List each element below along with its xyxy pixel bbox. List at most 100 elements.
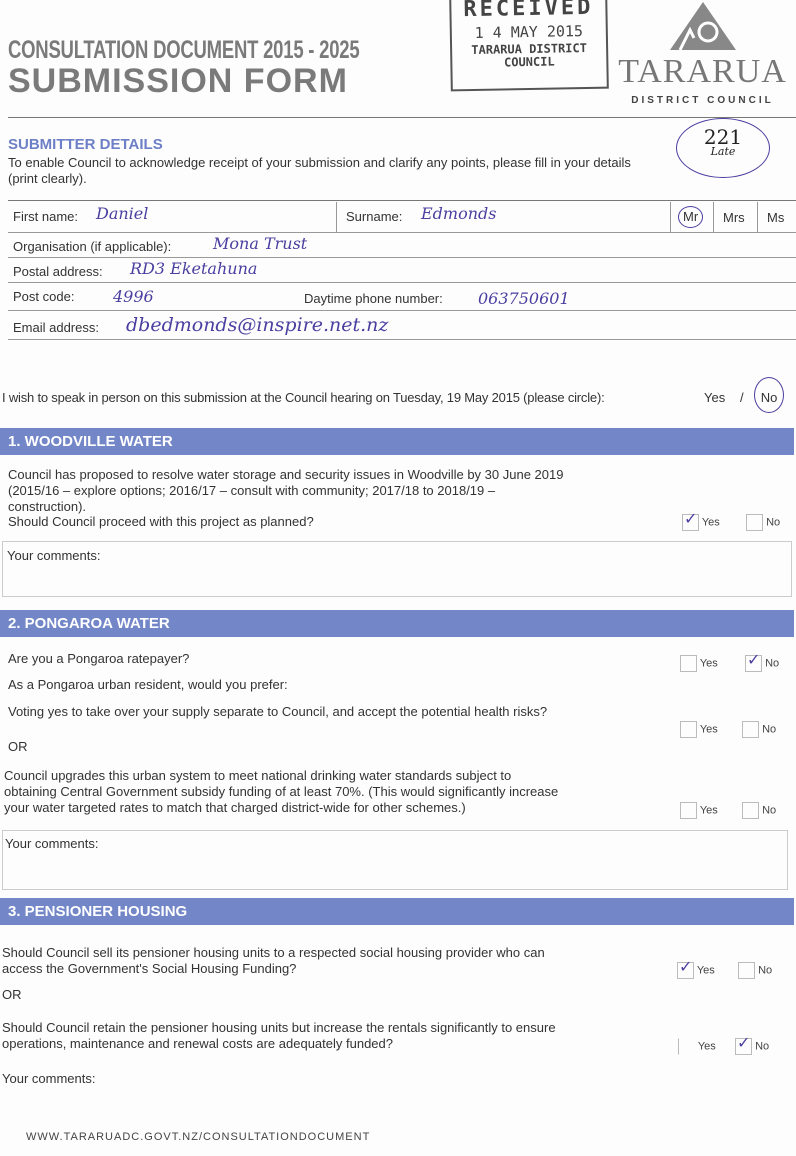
form-title: SUBMISSION FORM	[8, 62, 348, 100]
section-pongaroa-water: 2. PONGAROA WATER	[0, 610, 794, 637]
logo-subtitle: DISTRICT COUNCIL	[631, 95, 774, 106]
post-code-label: Post code:	[13, 289, 75, 304]
pongaroa-takeover-no[interactable]: No	[742, 721, 776, 738]
no-label: No	[762, 804, 777, 817]
speak-yes-option[interactable]: Yes	[704, 390, 726, 405]
postcode-phone-row: Post code: 4996 Daytime phone number: 06…	[8, 283, 796, 311]
checkmark-icon: ✓	[684, 511, 698, 528]
document-title: CONSULTATION DOCUMENT 2015 - 2025	[8, 36, 360, 64]
header-divider	[8, 117, 796, 118]
pensioner-sell-question: Should Council sell its pensioner housin…	[2, 945, 545, 976]
comments-label: Your comments:	[7, 548, 101, 563]
pongaroa-ratepayer-no[interactable]: ✓ No	[745, 652, 780, 672]
post-code-field[interactable]: 4996	[113, 287, 154, 306]
pongaroa-upgrade-no[interactable]: No	[742, 802, 776, 819]
stamp-date: 1 4 MAY 2015	[474, 22, 584, 42]
surname-label: Surname:	[346, 209, 403, 224]
checkbox[interactable]	[746, 514, 763, 531]
late-note: Late	[710, 145, 736, 158]
checkbox-checked[interactable]: ✓	[745, 652, 762, 672]
logo-name: TARARUA	[618, 53, 787, 90]
or-label: OR	[2, 987, 22, 1002]
yes-label: Yes	[699, 657, 718, 670]
yes-label: Yes	[696, 964, 715, 977]
checkbox[interactable]	[680, 802, 697, 819]
pensioner-retain-yes[interactable]: Yes	[678, 1038, 716, 1055]
section-woodville-water: 1. WOODVILLE WATER	[0, 428, 794, 455]
woodville-comments-box[interactable]: Your comments:	[2, 541, 792, 597]
mountain-logo-icon	[669, 2, 736, 51]
pongaroa-comments-box[interactable]: Your comments:	[2, 830, 788, 890]
pongaroa-preference-question: As a Pongaroa urban resident, would you …	[8, 677, 288, 692]
first-name-label: First name:	[13, 209, 79, 224]
checkbox-checked[interactable]: ✓	[735, 1035, 752, 1055]
section-pensioner-housing: 3. PENSIONER HOUSING	[0, 898, 794, 925]
pensioner-sell-no[interactable]: No	[738, 962, 772, 979]
woodville-proceed-question: Should Council proceed with this project…	[8, 514, 314, 529]
or-label: OR	[8, 739, 28, 754]
pensioner-sell-yes[interactable]: ✓ Yes	[677, 959, 715, 979]
pensioner-retain-no[interactable]: ✓ No	[735, 1035, 770, 1055]
pongaroa-upgrade-yes[interactable]: Yes	[680, 802, 718, 819]
checkbox[interactable]	[680, 655, 697, 672]
checkmark-icon: ✓	[747, 652, 761, 669]
postal-address-field[interactable]: RD3 Eketahuna	[130, 259, 258, 278]
woodville-yes[interactable]: ✓ Yes	[682, 511, 720, 531]
checkbox-checked[interactable]: ✓	[682, 511, 699, 531]
checkbox[interactable]	[742, 721, 759, 738]
yes-label: Yes	[699, 804, 718, 817]
woodville-question: Council has proposed to resolve water st…	[8, 467, 564, 514]
checkbox[interactable]	[738, 962, 755, 979]
email-field[interactable]: dbedmonds@inspire.net.nz	[126, 314, 389, 336]
phone-label: Daytime phone number:	[304, 291, 443, 306]
checkmark-icon: ✓	[737, 1035, 751, 1052]
checkbox-checked[interactable]: ✓	[677, 959, 694, 979]
yes-label: Yes	[699, 723, 718, 736]
woodville-no[interactable]: No	[746, 514, 780, 531]
received-stamp: RECEIVED 1 4 MAY 2015 TARARUA DISTRICT C…	[449, 0, 609, 92]
no-label: No	[755, 1040, 770, 1053]
no-label: No	[766, 516, 781, 529]
speak-separator: /	[740, 390, 744, 405]
surname-field[interactable]: Edmonds	[421, 204, 497, 223]
pongaroa-takeover-yes[interactable]: Yes	[680, 721, 718, 738]
checkbox[interactable]	[680, 721, 697, 738]
organisation-row: Organisation (if applicable): Mona Trust	[8, 233, 796, 258]
council-logo: TARARUA DISTRICT COUNCIL	[615, 0, 790, 106]
comments-label: Your comments:	[5, 836, 99, 851]
organisation-field[interactable]: Mona Trust	[213, 234, 308, 253]
stamp-org: TARARUA DISTRICT COUNCIL	[471, 40, 588, 70]
title-option-mr[interactable]: Mr	[678, 206, 704, 228]
title-option-ms[interactable]: Ms	[767, 210, 785, 225]
checkbox[interactable]	[742, 802, 759, 819]
title-option-mrs[interactable]: Mrs	[723, 210, 745, 225]
email-label: Email address:	[13, 320, 99, 335]
phone-field[interactable]: 063750601	[478, 289, 570, 308]
pongaroa-ratepayer-yes[interactable]: Yes	[680, 655, 718, 672]
pongaroa-ratepayer-question: Are you a Pongaroa ratepayer?	[8, 651, 190, 666]
postal-address-label: Postal address:	[13, 264, 103, 279]
yes-label: Yes	[701, 516, 720, 529]
name-row: First name: Daniel Surname: Edmonds Mr M…	[8, 202, 796, 233]
pongaroa-option-upgrade: Council upgrades this urban system to me…	[4, 768, 559, 815]
checkmark-icon: ✓	[679, 959, 693, 976]
pensioner-retain-question: Should Council retain the pensioner hous…	[2, 1020, 556, 1051]
stamp-label: RECEIVED	[463, 0, 594, 23]
yes-label: Yes	[697, 1040, 716, 1053]
footer-url[interactable]: WWW.TARARUADC.GOVT.NZ/CONSULTATIONDOCUME…	[26, 1131, 371, 1143]
submitter-intro: To enable Council to acknowledge receipt…	[8, 155, 631, 186]
submission-number: 221	[703, 125, 743, 149]
email-row: Email address: dbedmonds@inspire.net.nz	[8, 311, 796, 340]
speak-no-option[interactable]: No	[754, 377, 784, 413]
postal-row: Postal address: RD3 Eketahuna	[8, 258, 796, 283]
pongaroa-option-takeover: Voting yes to take over your supply sepa…	[8, 704, 548, 719]
no-label: No	[765, 657, 780, 670]
first-name-field[interactable]: Daniel	[96, 204, 149, 223]
details-divider	[8, 200, 796, 201]
pensioner-comments-label: Your comments:	[2, 1071, 96, 1086]
submitter-heading: SUBMITTER DETAILS	[8, 136, 163, 153]
organisation-label: Organisation (if applicable):	[13, 239, 172, 254]
checkbox[interactable]	[678, 1038, 695, 1055]
speak-question: I wish to speak in person on this submis…	[2, 390, 605, 405]
